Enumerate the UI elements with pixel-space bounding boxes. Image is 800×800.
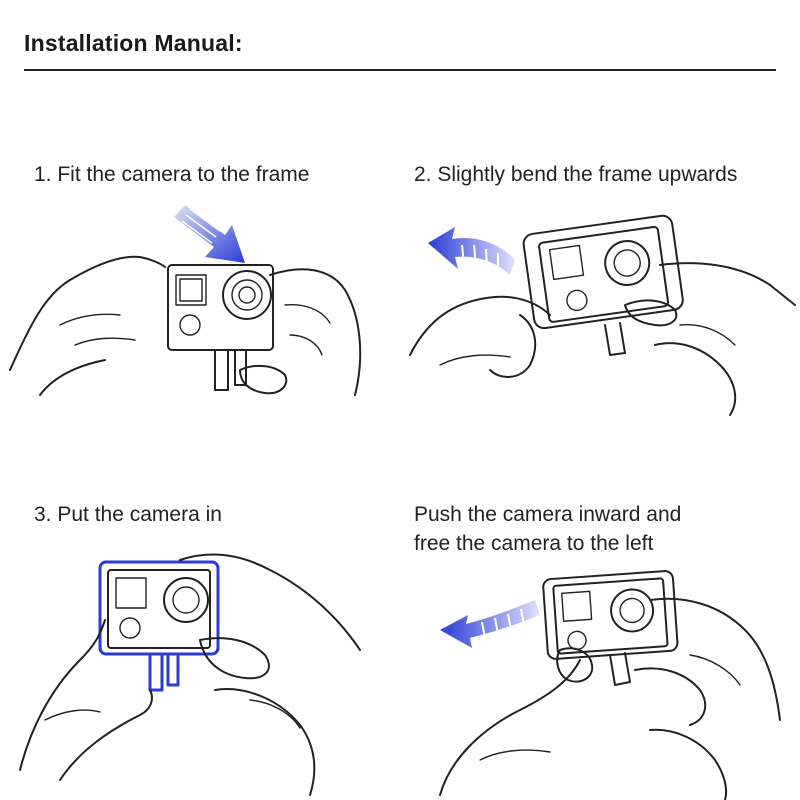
manual-title: Installation Manual: [24,30,243,56]
step-4-illustration [439,570,781,800]
step-3-illustration [19,553,361,796]
step-2-illustration [409,214,796,416]
arrow-left-icon [440,600,540,648]
step-3-caption: 3. Put the camera in [34,503,222,526]
step-1-caption: 1. Fit the camera to the frame [34,163,310,186]
arrow-left-curved-icon [428,227,515,275]
title-divider [24,69,776,71]
arrow-down-right-icon [174,205,245,263]
step-4-caption-line2: free the camera to the left [414,532,654,555]
step-1-illustration [9,205,362,396]
step-2-caption: 2. Slightly bend the frame upwards [414,163,738,186]
step-4-caption-line1: Push the camera inward and [414,503,682,526]
